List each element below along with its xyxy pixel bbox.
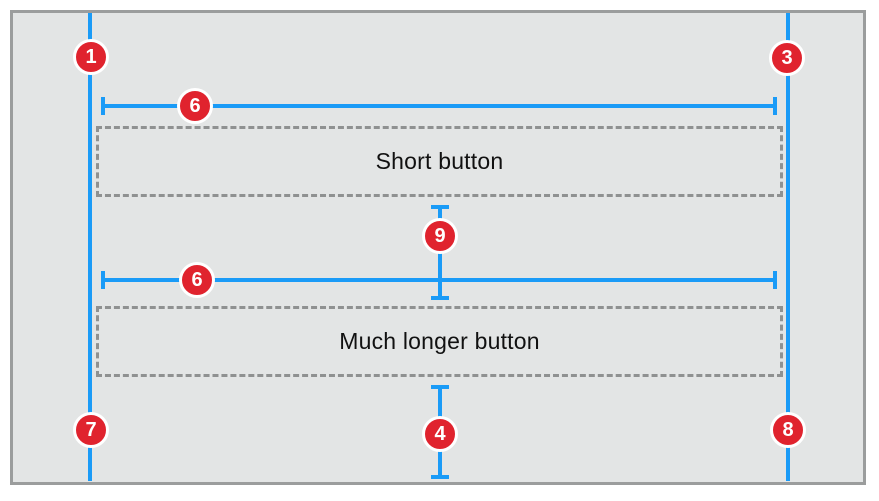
constraint-badge-4: 4 [422, 416, 458, 452]
short-button-label: Short button [375, 148, 504, 174]
constraint-badge-6-bottom: 6 [179, 262, 215, 298]
width-measure-top [101, 97, 777, 115]
right-margin-guide-line [786, 13, 790, 481]
much-longer-button-label: Much longer button [339, 328, 540, 354]
much-longer-button-placeholder[interactable]: Much longer button [96, 306, 783, 377]
constraint-badge-9: 9 [422, 218, 458, 254]
short-button-placeholder[interactable]: Short button [96, 126, 783, 197]
left-margin-guide-line [88, 13, 92, 481]
constraint-badge-7: 7 [73, 412, 109, 448]
constraint-badge-6-top: 6 [177, 88, 213, 124]
constraint-badge-8: 8 [770, 412, 806, 448]
measure-line [103, 104, 775, 108]
constraint-badge-3: 3 [769, 40, 805, 76]
constraint-badge-1: 1 [73, 39, 109, 75]
